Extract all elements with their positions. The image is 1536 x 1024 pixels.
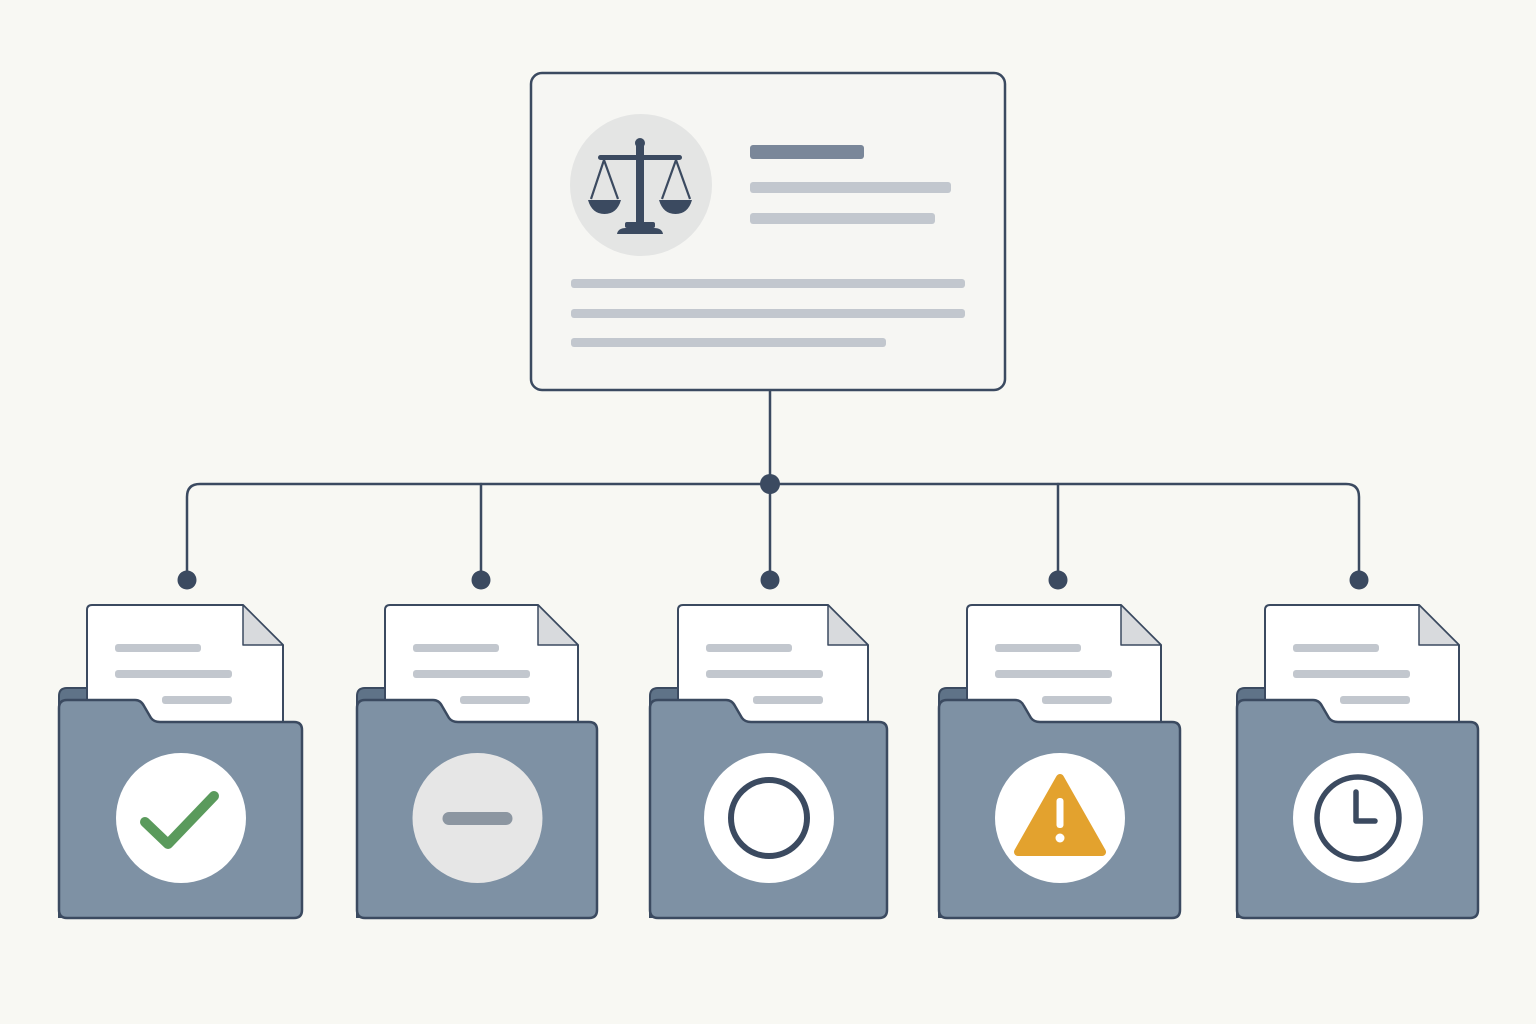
folder-3 — [648, 604, 889, 920]
circle-icon — [728, 777, 810, 859]
page-fold — [1120, 604, 1162, 646]
placeholder-line — [1293, 670, 1410, 678]
placeholder-line — [571, 309, 965, 318]
page-fold — [242, 604, 284, 646]
placeholder-line — [115, 644, 201, 652]
scales-of-justice-icon — [588, 138, 692, 234]
minus-icon — [442, 812, 513, 825]
hub-node — [760, 474, 780, 494]
placeholder-line — [162, 696, 232, 704]
status-badge — [704, 753, 834, 883]
node-1 — [177, 570, 197, 590]
placeholder-line — [750, 213, 935, 224]
node-3 — [760, 570, 780, 590]
placeholder-line — [413, 644, 499, 652]
page-fold — [537, 604, 579, 646]
warning-icon — [1014, 774, 1106, 856]
placeholder-line — [1340, 696, 1410, 704]
placeholder-line — [115, 670, 232, 678]
page-fold — [827, 604, 869, 646]
placeholder-line — [706, 644, 792, 652]
placeholder-line — [571, 279, 965, 288]
connector-nodes — [177, 474, 1369, 590]
placeholder-line — [460, 696, 530, 704]
placeholder-heading — [750, 145, 864, 159]
folder-5 — [1235, 604, 1480, 920]
placeholder-line — [995, 644, 1081, 652]
branch-bus — [185, 482, 1361, 582]
placeholder-line — [571, 338, 886, 347]
node-5 — [1349, 570, 1369, 590]
placeholder-line — [413, 670, 530, 678]
placeholder-line — [1042, 696, 1112, 704]
placeholder-line — [750, 182, 951, 193]
clock-icon — [1314, 774, 1402, 862]
folder-row — [57, 604, 1480, 920]
placeholder-line — [995, 670, 1112, 678]
main-document-card — [529, 71, 1007, 392]
placeholder-line — [706, 670, 823, 678]
check-icon — [140, 791, 219, 849]
folder-4 — [937, 604, 1182, 920]
folder-2 — [355, 604, 599, 920]
placeholder-line — [1293, 644, 1379, 652]
folder-1 — [57, 604, 304, 920]
page-fold — [1418, 604, 1460, 646]
card-text-placeholder-lines — [571, 145, 965, 347]
node-2 — [471, 570, 491, 590]
placeholder-line — [753, 696, 823, 704]
node-4 — [1048, 570, 1068, 590]
status-badge — [116, 753, 246, 883]
